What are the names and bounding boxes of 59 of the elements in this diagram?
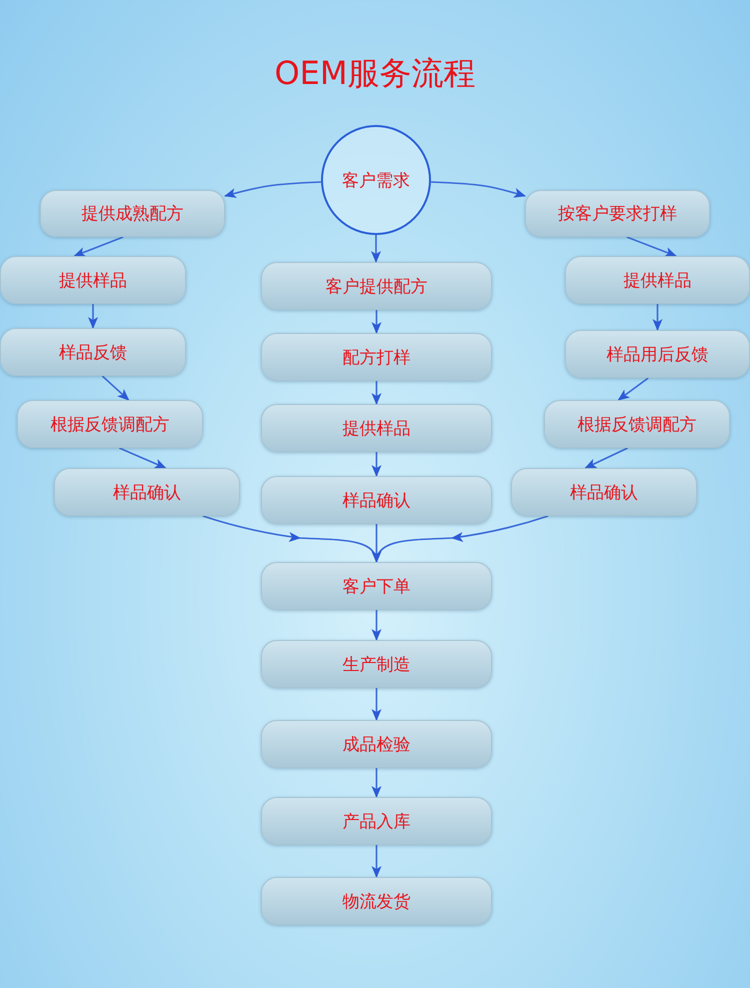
node-label: 样品确认	[570, 482, 638, 504]
process-box	[544, 400, 730, 448]
arrow	[584, 447, 628, 469]
process-box	[261, 476, 492, 524]
arrow	[618, 377, 649, 401]
arrow	[372, 452, 382, 477]
arrow	[372, 310, 382, 334]
process-box	[511, 468, 697, 516]
arrow	[626, 236, 677, 257]
arrow	[652, 304, 662, 331]
node-label: 客户需求	[342, 170, 410, 192]
node-label: 配方打样	[342, 346, 410, 368]
node-label: 物流发货	[342, 890, 410, 912]
node-label: 提供样品	[59, 270, 127, 292]
arrow	[118, 447, 167, 469]
node-label: 样品确认	[342, 490, 410, 512]
process-box	[261, 640, 492, 688]
process-box	[565, 256, 750, 304]
process-box	[261, 333, 492, 381]
process-box	[0, 328, 186, 376]
arrow	[372, 610, 382, 641]
node-label: 根据反馈调配方	[578, 414, 696, 436]
arrow	[372, 688, 382, 721]
node-label: 按客户要求打样	[558, 203, 677, 225]
node-label: 样品用后反馈	[606, 344, 708, 366]
arrow	[371, 235, 381, 263]
process-box	[525, 190, 710, 237]
node-label: 成品检验	[342, 734, 410, 756]
process-box	[261, 720, 492, 768]
arrow	[102, 375, 130, 401]
node-label: 根据反馈调配方	[50, 414, 170, 436]
node-label: 产品入库	[342, 810, 410, 832]
process-box	[40, 190, 225, 237]
arrow	[372, 845, 382, 878]
title: OEM服务流程	[273, 53, 476, 94]
arrow	[224, 181, 322, 198]
process-box	[261, 562, 492, 610]
process-box	[261, 262, 492, 310]
process-box	[261, 404, 492, 452]
arrow	[430, 181, 526, 198]
arrow	[372, 381, 382, 405]
node-label: 提供样品	[342, 418, 410, 440]
process-box	[261, 797, 492, 845]
node-label: 提供成熟配方	[82, 203, 184, 225]
process-box	[17, 400, 203, 448]
node-label: 客户下单	[342, 576, 410, 598]
node-label: 提供样品	[624, 270, 692, 292]
arrow	[73, 236, 124, 257]
arrow	[88, 304, 98, 329]
node-label: 生产制造	[342, 654, 410, 676]
node-label: 样品确认	[113, 482, 181, 504]
process-box	[261, 877, 492, 925]
node-label: 样品反馈	[59, 342, 127, 364]
process-box	[0, 256, 186, 304]
arrow	[372, 515, 548, 562]
process-box	[565, 330, 750, 378]
arrow	[372, 768, 382, 798]
node-label: 客户提供配方	[326, 276, 428, 298]
process-box	[54, 468, 240, 516]
